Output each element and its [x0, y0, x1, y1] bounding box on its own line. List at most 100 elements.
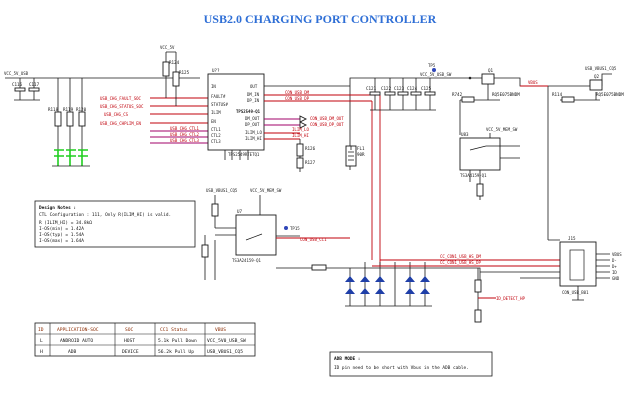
table-cell: DEVICE: [122, 349, 139, 355]
net-ctl1: USB_CHG_CTL1: [170, 126, 199, 131]
ref-c123: C123: [394, 86, 405, 91]
table-cell: 56.2k Pull Up: [158, 349, 194, 355]
diode-5: [420, 276, 430, 294]
net-ilim-hi: USB_CHG_CS: [104, 112, 129, 117]
table-cell: HOST: [124, 338, 135, 344]
net-status: USB_CHG_STATUS_SOC: [100, 104, 144, 109]
ref-r127: R127: [305, 160, 316, 165]
capacitor-c116: [14, 87, 26, 92]
ref-c117: C117: [29, 82, 40, 87]
diode-1: [345, 276, 355, 294]
resistor-r125: [172, 71, 180, 87]
resistor-r124: [162, 61, 170, 77]
power-label-usb-sw: VCC_5V_USB_SW: [420, 72, 452, 77]
ref-c125: C125: [421, 86, 432, 91]
net-usb-dm: CON_USB_DM: [285, 90, 310, 95]
pin-dm-out: DM_OUT: [245, 116, 260, 121]
conn-pin-gnd: GND: [612, 276, 620, 281]
top-power-row: TP5 VCC_5V_USB_SW C121 C122 C123 C124 C1…: [366, 63, 624, 240]
capacitor-c121: [369, 91, 381, 96]
filter-fl1: FL1 90R: [345, 95, 381, 266]
ref-r120: R120: [76, 107, 87, 112]
ic-input-nets: USB_CHG_FAULT_SOC USB_CHG_STATUS_SOC USB…: [100, 96, 208, 144]
design-notes-line2: R (ILIM_HI) = 34.8kΩ: [39, 220, 92, 226]
part-j15: CON_USB_B01: [562, 290, 589, 295]
ref-c121: C121: [366, 86, 377, 91]
net-vbus: VBUS: [528, 80, 538, 85]
resistor-u7-pu: [211, 203, 219, 217]
table-cell: USB_VBUS1_CQ5: [207, 349, 243, 355]
switch-u83-body: [459, 137, 501, 171]
pin-fault: FAULT#: [211, 94, 226, 99]
ic-part: TPS2549-Q1: [236, 109, 261, 114]
power-label-vbus1-mid: USB_VBUS1_CQ5: [206, 188, 238, 193]
ref-u7: U7: [237, 209, 243, 214]
ref-c122: C122: [381, 86, 392, 91]
ic-tps2549: U?? TPS2549-Q1 TPS2549RTETQ1 IN FAULT# S…: [207, 68, 265, 160]
resistor-r118: [54, 111, 62, 127]
power-label-mem-sw: VCC_5V_MEM_SW: [486, 127, 518, 132]
net-id-detect: ID_DETECT_HP: [496, 296, 525, 301]
net-ctl3: USB_CHG_CTL3: [170, 138, 199, 143]
table-cell: H: [40, 349, 43, 355]
switch-u7-body: [235, 214, 277, 256]
ref-j15: J15: [568, 236, 576, 241]
net-dm-out: CON_USB_DM_OUT: [310, 116, 344, 121]
ref-q2: Q2: [594, 74, 600, 79]
design-notes-heading: Design Notes :: [39, 205, 76, 211]
offpage-connectors: [299, 115, 308, 129]
ref-r126: R126: [305, 146, 316, 151]
table-cell: ADB: [68, 349, 77, 355]
net-conn-dp: CC_CON1_USB_HS_DP: [440, 260, 482, 265]
part-q1: RQ5E075BNDM: [492, 92, 520, 97]
conn-pin-dp: D+: [612, 264, 617, 269]
testpoint-tp5: [432, 68, 436, 72]
diode-2: [360, 276, 370, 294]
design-notes-line5: I-OS(max) = 1.64A: [39, 238, 84, 244]
ic-tps2549-body: [207, 73, 265, 151]
capacitor-c124: [410, 91, 422, 96]
table-cell: L: [40, 338, 43, 344]
design-notes-line3: I-OS(min) = 1.42A: [39, 226, 84, 232]
conn-pin-vbus: VBUS: [612, 252, 622, 257]
part-q2: RQ5E075BNDM: [596, 92, 624, 97]
resistor-r126: [296, 143, 304, 157]
pin-dp-out: DP_OUT: [245, 122, 260, 127]
power-label-vcc5v-usb: VCC_5V_USB: [4, 71, 29, 76]
schematic-title: USB2.0 CHARGING PORT CONTROLLER: [204, 12, 437, 26]
top-pullups: VCC_5V R124 R125: [160, 45, 190, 106]
ref-r114: R114: [552, 92, 563, 97]
table-header-cc1: CC1 Status: [160, 327, 188, 333]
capacitor-c122: [384, 91, 396, 96]
config-table: ID APPLICATION-SOC SOC CC1 Status VBUS L…: [34, 322, 256, 357]
diode-4: [405, 276, 415, 294]
table-header-vbus: VBUS: [215, 327, 226, 333]
design-notes-line4: I-OS(typ) = 1.54A: [39, 232, 84, 238]
ic-part-bottom: TPS2549RTETQ1: [228, 152, 260, 157]
switch-u83: VCC_5V_MEM_SW U83 TS3A4159-Q1: [459, 127, 520, 200]
pin-dp-in: DP_IN: [247, 98, 260, 103]
pin-ilim: ILIM: [211, 110, 221, 115]
resistor-u83-pd: [476, 183, 484, 197]
table-cell: VCC_5V0_USB_SW: [207, 338, 246, 344]
net-fault: USB_CHG_FAULT_SOC: [100, 96, 142, 101]
esd-diodes: [345, 262, 432, 307]
design-notes-box: Design Notes : CTL Configuration : 111, …: [34, 200, 196, 248]
pin-ilim-hi: ILIM_HI: [245, 136, 262, 141]
pin-status: STATUS#: [211, 102, 228, 107]
ref-r742: R742: [452, 92, 463, 97]
adb-note-box: ADB MODE : ID pin need to be short with …: [329, 351, 493, 377]
net-ilim-out: USB_CHG_CHPLIM_EN: [100, 121, 142, 126]
pin-out: OUT: [250, 84, 258, 89]
part-u7: TS3A24159-Q1: [232, 258, 261, 263]
resistor-r742: [461, 96, 475, 103]
capacitor-c125: [424, 91, 436, 96]
resistor-id-pd2: [474, 309, 482, 323]
ref-r125: R125: [179, 70, 190, 75]
net-cc1: CON_USB_CC1: [300, 237, 327, 242]
table-header-id: ID: [38, 327, 44, 333]
table-header-app: APPLICATION-SOC: [57, 327, 99, 333]
resistor-r120: [78, 111, 86, 127]
ref-c124: C124: [407, 86, 418, 91]
